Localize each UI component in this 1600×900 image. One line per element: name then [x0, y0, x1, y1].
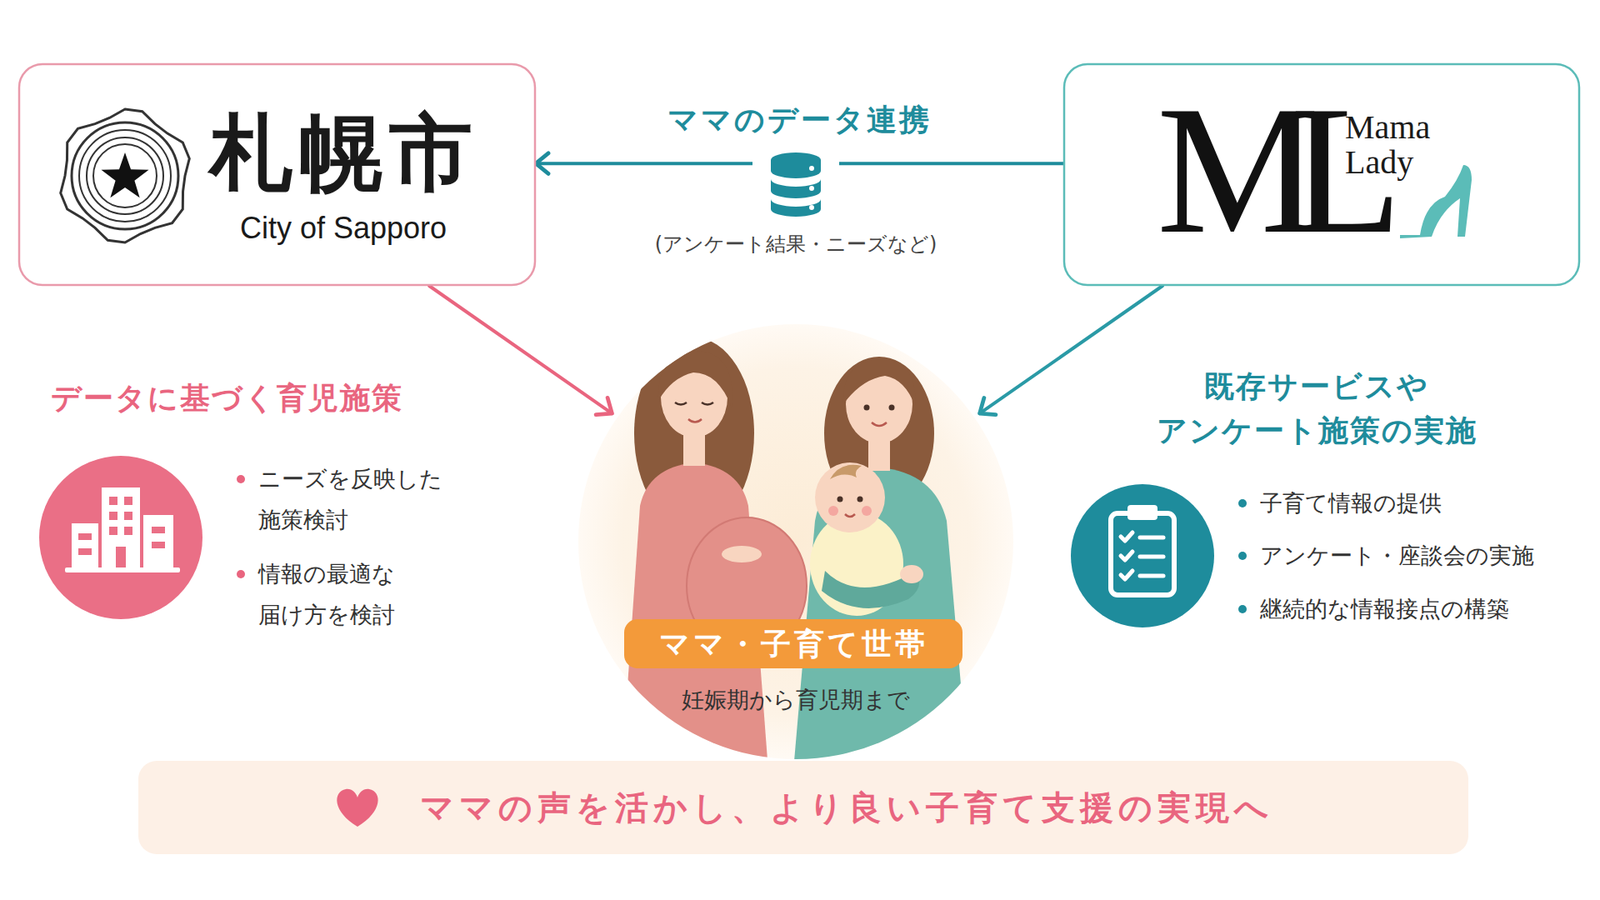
closed-eye	[701, 402, 714, 405]
clipboard-clip	[1127, 505, 1158, 520]
baby-head	[815, 462, 885, 533]
cheek	[861, 505, 872, 516]
emblem-outline	[60, 109, 190, 243]
service-arrow	[980, 285, 1163, 414]
db-disk	[770, 152, 821, 179]
data-examples: (アンケート結果・ニーズなど)	[655, 231, 938, 258]
goal-text: ママの声を活かし、より良い子育て支援の実現へ	[420, 787, 1274, 828]
building-tower	[101, 487, 140, 568]
emblem-ring	[86, 137, 164, 215]
heart-icon	[336, 789, 378, 827]
text-slot: 札幌市	[209, 111, 480, 195]
hand	[900, 565, 924, 584]
box-outline	[138, 760, 1469, 855]
db-disk	[770, 179, 821, 199]
db-dot	[809, 185, 815, 191]
bullet-item: アンケート・座談会の実施	[1260, 535, 1535, 577]
city-box: 札幌市 City of Sapporo	[18, 63, 536, 286]
box-outline	[19, 64, 535, 285]
text-slot: 妊娠期から育児期まで	[575, 685, 1017, 715]
db-dot	[809, 205, 815, 210]
eye	[864, 405, 870, 411]
icon-circle	[1070, 484, 1215, 628]
city-emblem	[60, 109, 190, 243]
brand-box: MLMama Lady	[1063, 63, 1580, 286]
policy-arrow	[429, 285, 612, 414]
emblem-ring	[79, 130, 171, 222]
building-base	[65, 567, 180, 573]
cheek	[828, 505, 839, 516]
db-disk	[770, 199, 821, 217]
text-slot: ママ・子育て世帯	[624, 619, 963, 669]
connector-label: ママのデータ連携	[660, 100, 939, 139]
hand	[721, 545, 762, 563]
box-outline	[1064, 64, 1580, 285]
city-name: 札幌市	[209, 111, 480, 195]
eye	[889, 405, 895, 411]
text-slot: Mama Lady	[1345, 110, 1445, 180]
eye	[857, 496, 864, 503]
eye	[837, 496, 844, 503]
database-icon	[752, 146, 840, 220]
bullet-item: ニーズを反映した 施策検討	[258, 459, 455, 540]
emblem-ring	[71, 122, 179, 230]
closed-eye	[675, 402, 687, 405]
text-slot: ML	[1156, 78, 1374, 262]
heart-shape	[336, 789, 378, 827]
city-name-en: City of Sapporo	[240, 210, 447, 246]
text-slot: City of Sapporo	[240, 210, 447, 246]
building-windows	[78, 496, 165, 568]
bullet-item: 子育て情報の提供	[1260, 483, 1442, 525]
goal-band: ママの声を活かし、より良い子育て支援の実現へ	[137, 760, 1470, 855]
clipboard-icon	[1070, 484, 1215, 628]
emblem-ring	[93, 144, 157, 208]
clipboard-board	[1110, 513, 1175, 595]
checklist	[1120, 532, 1164, 580]
hair-top	[843, 359, 915, 406]
bullet-item: 継続的な情報接点の構築	[1260, 589, 1510, 630]
mouth	[688, 419, 702, 423]
baby-hair	[830, 465, 862, 480]
brand-name: Mama Lady	[1345, 110, 1445, 180]
brand-logo-letters: ML	[1156, 78, 1374, 262]
mouth	[845, 514, 855, 517]
hair-top	[658, 350, 733, 408]
icon-backdrop	[752, 146, 840, 220]
emblem-star	[100, 152, 149, 198]
icon-circle	[39, 455, 203, 620]
section-heading: 既存サービスや アンケート施策の実施	[1150, 365, 1484, 454]
household-circle: ママ・子育て世帯妊娠期から育児期まで	[575, 320, 1017, 763]
db-dot	[809, 165, 815, 171]
text-slot: ママの声を活かし、より良い子育て支援の実現へ	[420, 787, 1274, 828]
mouth	[871, 422, 887, 426]
building-wing	[143, 515, 174, 568]
building-wing	[71, 523, 99, 568]
target-pill: ママ・子育て世帯	[624, 619, 963, 669]
target-period: 妊娠期から育児期まで	[575, 685, 1017, 715]
section-heading: データに基づく育児施策	[50, 379, 404, 417]
bullet-item: 情報の最適な 届け方を検討	[258, 554, 455, 635]
building-icon	[39, 455, 203, 620]
